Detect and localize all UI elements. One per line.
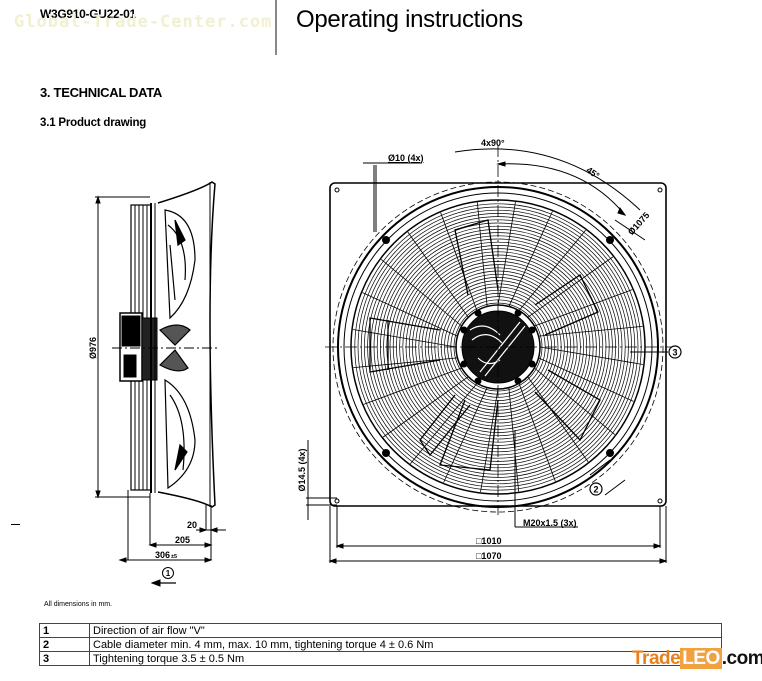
outer-square-label: □1070 (476, 551, 501, 561)
guard-spoke (480, 388, 499, 493)
guard-spoke (362, 292, 458, 337)
callout-3-circle (668, 345, 682, 359)
guard-spoke (497, 201, 516, 306)
legend-row: 1 Direction of air flow "V" (39, 623, 722, 638)
watermark: Global-Trade-Center.com (14, 12, 273, 32)
header-divider (275, 0, 277, 55)
side-view-drawing: Ø976 20 205 306 ±5 1 (88, 181, 226, 587)
guard-spoke (508, 211, 553, 307)
guard-spoke (363, 367, 462, 405)
document-code: W3G910-GU22-01 (40, 7, 136, 21)
legend-table: 1 Direction of air flow "V" 2 Cable diam… (39, 623, 722, 666)
guard-spoke (527, 256, 614, 318)
callout-1-label: 1 (166, 569, 171, 578)
thread-label: M20x1.5 (3x) (523, 518, 577, 528)
dim-20-label: 20 (187, 520, 197, 530)
guard-spoke (407, 231, 469, 318)
guard-spoke (382, 376, 469, 438)
legend-text: Cable diameter min. 4 mm, max. 10 mm, ti… (89, 637, 722, 652)
inner-square-label: □1010 (476, 536, 501, 546)
callout-1-circle (162, 567, 174, 579)
guard-spoke (534, 289, 633, 327)
dimensions-note: All dimensions in mm. (44, 601, 113, 608)
guard-spoke (538, 325, 643, 337)
guard-spoke (539, 346, 644, 365)
section-title: 3. TECHNICAL DATA (40, 85, 163, 100)
legend-number: 1 (39, 623, 90, 638)
bolt-circle-label: Ø1075 (626, 210, 652, 237)
guard-spoke (440, 212, 478, 311)
guard-spoke (527, 376, 589, 463)
legend-number: 3 (39, 651, 90, 666)
angle-45-arc (497, 163, 626, 216)
mount-holes (334, 187, 663, 504)
guard-spoke (518, 229, 586, 311)
dim-306-tolerance: ±5 (171, 554, 177, 560)
mount-hole-label: Ø14.5 (4x) (297, 448, 307, 491)
blades-side (159, 209, 196, 490)
guard-spoke (352, 329, 457, 348)
guard-spoke (476, 202, 488, 307)
guard-spoke (508, 387, 520, 492)
callout-2-label: 2 (593, 485, 598, 495)
logo-part-leo: LEO (680, 648, 722, 669)
subsection-title: 3.1 Product drawing (40, 117, 147, 129)
guard-spoke (518, 383, 556, 482)
logo-part-trade: Trade (632, 648, 681, 669)
legend-text: Tightening torque 3.5 ± 0.5 Nm (89, 651, 722, 666)
guard-spokes (352, 201, 644, 493)
diameter-label: Ø976 (88, 337, 98, 359)
dim-205-label: 205 (175, 535, 190, 545)
document-title: Operating instructions (296, 6, 523, 33)
guard-spoke (538, 357, 634, 402)
front-view-drawing: 4x90° 45° Ø10 (4x) Ø1075 Ø14.5 (4x) M20x… (297, 138, 682, 564)
hole-diameter-label: Ø10 (4x) (388, 153, 424, 163)
margin-mark (11, 524, 20, 525)
guard-spoke (410, 383, 478, 465)
logo-part-com: .com (721, 648, 762, 669)
dim-306-label: 306 (155, 550, 170, 560)
angle-4x90-arc (454, 148, 641, 211)
callout-3-label: 3 (672, 348, 677, 358)
fan-blades (369, 219, 601, 471)
guard-spoke (353, 357, 458, 369)
guard-spoke (380, 259, 462, 327)
legend-row: 3 Tightening torque 3.5 ± 0.5 Nm (39, 651, 722, 666)
callout-2-circle (589, 482, 603, 496)
legend-row: 2 Cable diameter min. 4 mm, max. 10 mm, … (39, 637, 722, 652)
guard-spoke (534, 367, 616, 435)
angle-4x90-label: 4x90° (481, 138, 505, 148)
legend-number: 2 (39, 637, 90, 652)
legend-text: Direction of air flow "V" (89, 623, 722, 638)
